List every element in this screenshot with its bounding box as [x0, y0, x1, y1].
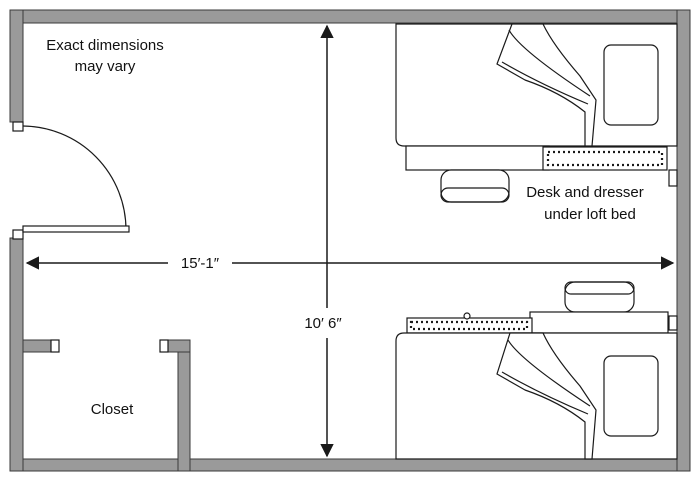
right-wall [676, 9, 691, 472]
dimension-lines [25, 24, 675, 458]
bottom-desk [529, 311, 669, 334]
dimensions-note-line2: may vary [75, 58, 136, 75]
door-leaf [22, 225, 130, 233]
walls [9, 9, 691, 472]
bottom-bed-post [668, 315, 678, 331]
closet-return-left [22, 339, 54, 353]
bottom-loft-bed [395, 281, 678, 460]
door-jambs [12, 121, 169, 353]
bottom-chair-seat [564, 281, 635, 295]
top-dresser [542, 146, 668, 171]
closet-label: Closet [91, 401, 134, 418]
width-dimension-label: 15′-1″ [181, 255, 220, 272]
top-bed-post [668, 169, 678, 187]
left-wall-upper [9, 9, 24, 123]
bottom-bed-pillow [603, 355, 659, 437]
bottom-bed-blanket-fold [501, 371, 589, 415]
door-swing-arc [22, 125, 127, 231]
top-desk-chair [440, 169, 510, 203]
closet-jamb-right [159, 339, 169, 353]
bottom-chair [564, 281, 635, 313]
closet-jamb-left [50, 339, 60, 353]
dimensions-note-line1: Exact dimensions [46, 37, 164, 54]
top-bed-blanket-fold-2 [508, 29, 591, 97]
top-chair-seat [440, 187, 510, 203]
loft-note-line2: under loft bed [544, 206, 636, 223]
bottom-wall [9, 458, 691, 472]
top-bed-pillow [603, 44, 659, 126]
loft-note-line1: Desk and dresser [526, 184, 644, 201]
door-jamb-top [12, 121, 24, 132]
top-desk [405, 145, 550, 171]
top-wall [9, 9, 691, 24]
closet-right-wall [177, 339, 191, 472]
door-jamb-bottom [12, 229, 24, 240]
door [22, 125, 130, 233]
left-wall-lower [9, 237, 24, 472]
depth-dimension-label: 10′ 6″ [304, 315, 342, 332]
bottom-dresser-knob [463, 312, 471, 320]
top-bed-blanket-fold [501, 61, 589, 105]
bottom-dresser [406, 317, 533, 334]
top-dresser-drawers [546, 150, 664, 167]
bottom-bed-blanket-fold-2 [507, 339, 591, 407]
top-loft-bed [395, 23, 678, 203]
bottom-dresser-drawers [409, 320, 529, 331]
